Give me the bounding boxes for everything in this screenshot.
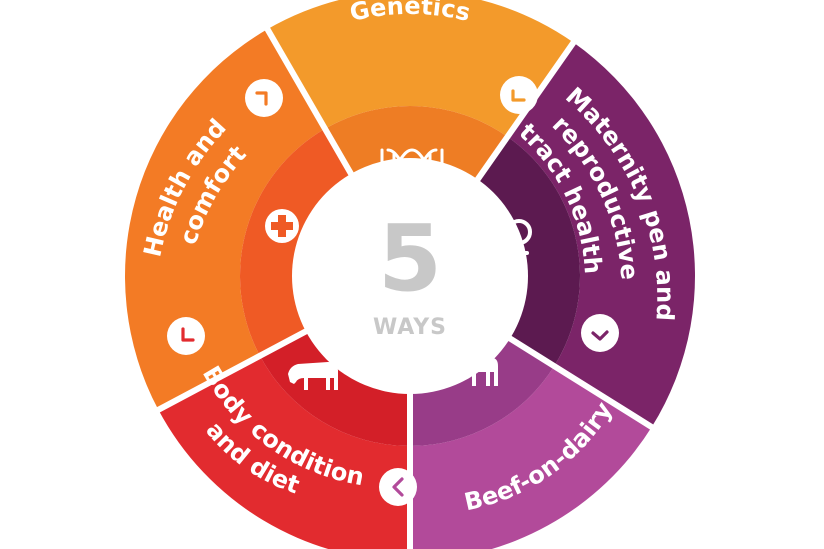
separator-line bbox=[506, 334, 657, 432]
medical-cross-icon bbox=[265, 209, 299, 243]
chevron-badge-genetics-maternity bbox=[500, 76, 538, 114]
inner-segment-maternity bbox=[476, 136, 581, 367]
chevron-badge-body-health bbox=[167, 317, 205, 355]
grazing-cow-icon bbox=[288, 362, 338, 390]
separator-line bbox=[153, 327, 309, 415]
chevron-badge-beef-body bbox=[379, 468, 417, 506]
outer-segment-beef-on-dairy bbox=[410, 366, 652, 549]
cow-icon bbox=[464, 354, 498, 386]
center-disc bbox=[292, 158, 528, 394]
center-label: WAYS bbox=[373, 315, 447, 340]
inner-ring bbox=[239, 106, 581, 446]
chevron-badge-maternity-beef bbox=[581, 314, 619, 352]
chevron-badge-health-genetics bbox=[245, 79, 283, 117]
female-symbol-icon bbox=[506, 219, 532, 264]
outer-segment-health-comfort bbox=[124, 29, 326, 410]
inner-segment-genetics bbox=[325, 106, 508, 181]
inner-segment-beef-on-dairy bbox=[410, 337, 555, 446]
separator-line bbox=[262, 24, 355, 178]
outer-segment-genetics bbox=[267, 0, 574, 137]
dna-icon bbox=[380, 148, 444, 172]
outer-ring bbox=[124, 0, 695, 549]
outer-segment-body-condition bbox=[158, 355, 410, 549]
outer-segment-maternity bbox=[507, 42, 695, 428]
center-number: 5 bbox=[378, 205, 442, 312]
inner-segment-health-comfort bbox=[239, 128, 352, 356]
